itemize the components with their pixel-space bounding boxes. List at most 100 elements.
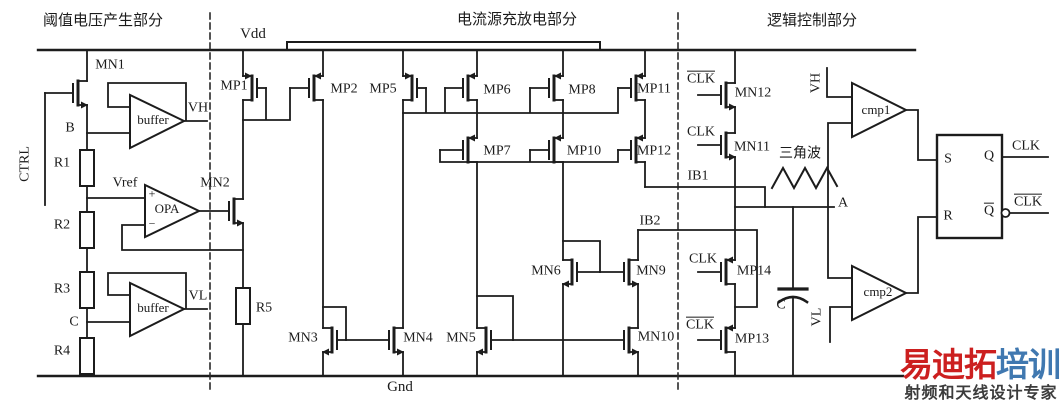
r2-label: R2 xyxy=(53,217,71,233)
mp1-label: MP1 xyxy=(220,78,248,94)
mp12-label: MP12 xyxy=(636,143,672,159)
mn3-label: MN3 xyxy=(288,330,318,346)
mn12-transistor xyxy=(697,81,736,111)
clk-mn11-label: CLK xyxy=(687,124,715,140)
mn3-transistor xyxy=(322,326,347,356)
mp6-transistor xyxy=(444,72,478,102)
vl-right-label: VL xyxy=(809,307,825,327)
opa-symbol xyxy=(144,183,202,239)
section-title-current: 电流源充放电部分 xyxy=(456,12,578,29)
opa-label: OPA xyxy=(154,201,180,217)
transistors xyxy=(44,72,736,356)
resistor-r1 xyxy=(79,149,95,187)
gnd-rail-label: Gnd xyxy=(387,379,413,396)
clkbar-mn12-label: CLK xyxy=(687,70,715,87)
latch-qbar-label: Q xyxy=(983,202,995,219)
mn11-label: MN11 xyxy=(733,139,771,155)
mn12-label: MN12 xyxy=(734,85,772,101)
node-b-label: B xyxy=(65,120,75,136)
r5-label: R5 xyxy=(255,300,273,316)
mp12-transistor xyxy=(617,134,646,164)
resistor-r5 xyxy=(235,287,251,325)
cmp1-label: cmp1 xyxy=(861,102,891,118)
vh-left-label: VH xyxy=(187,100,209,116)
triangle-wave-symbol xyxy=(770,165,839,191)
r1-label: R1 xyxy=(53,155,71,171)
mn1-label: MN1 xyxy=(95,57,125,73)
mn4-transistor xyxy=(345,326,404,356)
mp5-transistor xyxy=(402,72,427,102)
watermark-brand: 易迪拓培训 xyxy=(900,338,1061,386)
mn2-transistor xyxy=(198,197,244,227)
clk-mp14-label: CLK xyxy=(689,251,717,267)
vref-label: Vref xyxy=(112,175,138,191)
mn2-label: MN2 xyxy=(200,175,230,191)
mp2-transistor xyxy=(289,72,324,102)
mn6-transistor xyxy=(562,258,601,288)
latch-q-label: Q xyxy=(983,148,995,164)
clk-out-label: CLK xyxy=(1012,138,1040,154)
mn5-label: MN5 xyxy=(446,330,476,346)
mn10-label: MN10 xyxy=(637,329,675,345)
mp7-transistor xyxy=(439,134,478,164)
node-a-label: A xyxy=(837,195,849,211)
mp5-label: MP5 xyxy=(369,81,397,97)
clkbar-mp13-label: CLK xyxy=(686,316,714,333)
vl-left-label: VL xyxy=(188,288,208,304)
mp13-transistor xyxy=(697,324,736,354)
watermark-brand-red: 易迪拓 xyxy=(900,348,997,384)
mn1-transistor xyxy=(44,79,88,109)
mp14-label: MP14 xyxy=(736,263,772,279)
mp8-label: MP8 xyxy=(568,82,596,98)
cmp1-symbol xyxy=(851,81,909,139)
qbar-bubble xyxy=(1000,208,1011,218)
resistors xyxy=(79,149,251,375)
vh-right-label: VH xyxy=(808,72,824,94)
watermark-brand-blue: 培训 xyxy=(996,348,1061,384)
clkbar-out-label: CLK xyxy=(1014,193,1042,210)
mp10-label: MP10 xyxy=(566,143,602,159)
section-title-threshold: 阈值电压产生部分 xyxy=(42,13,164,30)
mp11-label: MP11 xyxy=(637,81,671,97)
mn4-label: MN4 xyxy=(403,330,433,346)
section-title-logic: 逻辑控制部分 xyxy=(766,13,858,30)
resistor-r2 xyxy=(79,211,95,249)
ib1-label: IB1 xyxy=(687,168,709,184)
mn6-label: MN6 xyxy=(531,263,561,279)
cmp2-symbol xyxy=(851,264,909,322)
wires xyxy=(44,49,1049,377)
mn5-transistor xyxy=(476,326,514,356)
ib2-label: IB2 xyxy=(639,213,661,229)
mp7-label: MP7 xyxy=(483,143,511,159)
cmp2-label: cmp2 xyxy=(863,284,893,300)
r3-label: R3 xyxy=(53,281,71,297)
mp13-label: MP13 xyxy=(734,331,770,347)
watermark-tagline: 射频和天线设计专家 xyxy=(904,385,1058,400)
resistor-r3 xyxy=(79,271,95,309)
latch-r-label: R xyxy=(943,208,953,224)
mp11-transistor xyxy=(617,72,646,102)
mn9-label: MN9 xyxy=(636,263,666,279)
buffer-top-label: buffer xyxy=(137,112,169,128)
node-c-label: C xyxy=(69,314,79,330)
buffer-bottom-symbol xyxy=(129,281,187,338)
capacitor-symbol xyxy=(777,287,809,304)
r4-label: R4 xyxy=(53,343,71,359)
sr-latch xyxy=(935,133,1011,240)
mp14-transistor xyxy=(697,256,736,286)
amplifiers xyxy=(129,81,909,338)
sr-latch-box xyxy=(935,133,1004,240)
opa-minus-label: − xyxy=(148,216,156,231)
mp2-label: MP2 xyxy=(330,81,358,97)
mp8-transistor xyxy=(529,72,564,102)
mp10-transistor xyxy=(529,134,564,164)
mn10-transistor xyxy=(512,326,639,356)
ctrl-label: CTRL xyxy=(17,146,33,182)
cap-label: C xyxy=(776,297,786,313)
vdd-rail-label: Vdd xyxy=(240,26,266,43)
triangle-wave-label: 三角波 xyxy=(779,146,821,162)
buffer-bottom-label: buffer xyxy=(137,300,169,316)
mp6-label: MP6 xyxy=(483,82,511,98)
